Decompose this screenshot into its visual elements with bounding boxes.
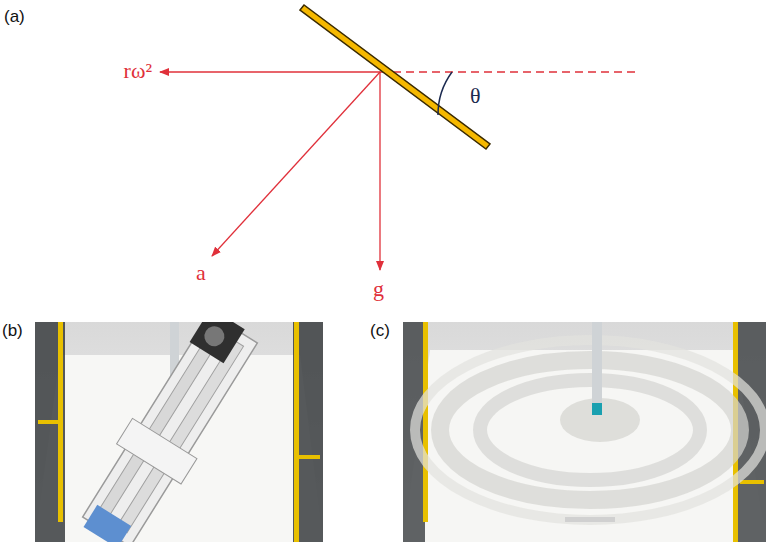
angle-label: θ <box>470 85 481 107</box>
gravity-arrow <box>379 72 380 270</box>
centripetal-arrow <box>160 71 380 72</box>
angle-arc <box>438 72 452 115</box>
dashed-horizontal <box>380 71 640 72</box>
photo-robot-static <box>35 304 323 544</box>
vector-label: g <box>373 278 384 300</box>
panel-label: (c) <box>370 322 390 339</box>
panel-label: (a) <box>4 8 25 25</box>
photo-robot-spinning <box>403 322 766 542</box>
tilted-plate <box>300 5 490 149</box>
acceleration-arrow <box>212 72 380 256</box>
vector-diagram <box>160 5 640 270</box>
vector-label: rω² <box>124 60 152 82</box>
panel-label: (b) <box>2 322 23 339</box>
vector-label: a <box>196 262 206 284</box>
